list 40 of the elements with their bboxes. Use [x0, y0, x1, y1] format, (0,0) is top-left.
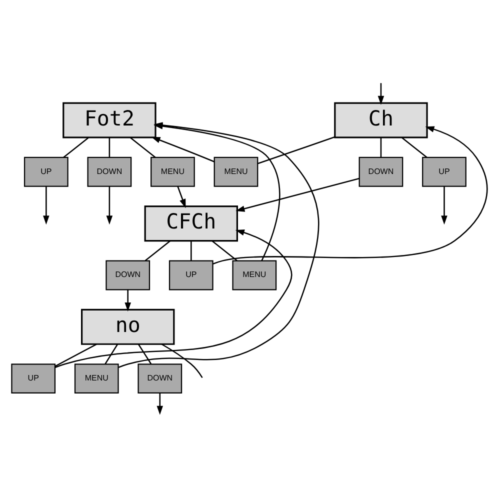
arrow [106, 186, 113, 225]
arrow [43, 186, 50, 225]
node-box: MENU [150, 156, 195, 187]
connector [54, 344, 97, 367]
node-box: DOWN [87, 156, 132, 187]
connector [130, 137, 156, 158]
connector [402, 137, 428, 158]
arrow [156, 393, 164, 415]
connector [63, 137, 89, 158]
arrow [441, 186, 448, 225]
node-box: MENU [232, 260, 277, 290]
node-box: UP [11, 364, 56, 394]
node-box: MENU [74, 364, 119, 394]
connector [138, 344, 152, 364]
connector [258, 136, 335, 164]
arrow [124, 290, 131, 312]
node-box: DOWN [358, 156, 404, 187]
connector [380, 138, 382, 158]
connector [161, 344, 203, 378]
connector [104, 344, 118, 364]
node-box: UP [168, 260, 214, 290]
arrow [151, 136, 215, 162]
arrow [177, 186, 186, 208]
node-box: Fot2 [62, 102, 156, 138]
arrow [236, 178, 360, 212]
node-box: DOWN [138, 364, 182, 394]
node-box: UP [422, 156, 466, 187]
node-box: UP [24, 156, 68, 187]
arrow [212, 126, 488, 264]
arrow [378, 83, 384, 105]
node-box: CFCh [144, 206, 238, 242]
connector [144, 240, 170, 262]
connector [190, 241, 192, 261]
connector [108, 138, 110, 158]
node-box: MENU [214, 156, 258, 187]
node-box: Ch [334, 102, 428, 138]
arrow [55, 230, 292, 368]
node-box: no [81, 308, 175, 345]
node-box: DOWN [106, 260, 150, 290]
connector [212, 240, 238, 262]
